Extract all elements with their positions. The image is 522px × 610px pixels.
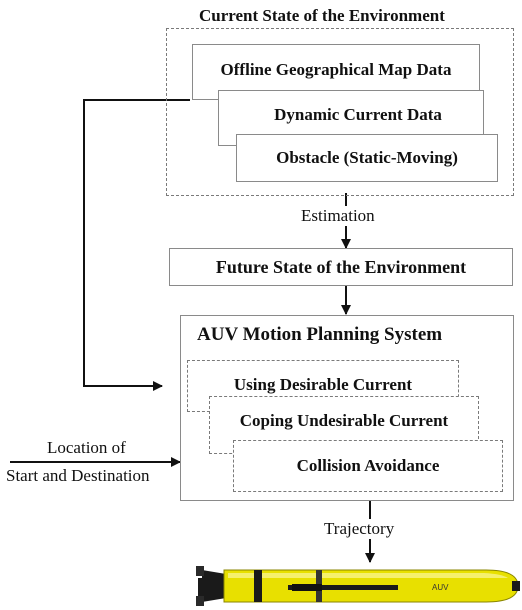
planning-system-container [180,315,514,501]
auv-label: AUV [432,583,449,592]
future-state-box: Future State of the Environment [169,248,513,286]
feedback-arrow [83,99,190,391]
trajectory-label: Trajectory [322,519,397,539]
layer-obstacle: Obstacle (Static-Moving) [236,134,498,182]
current-state-title: Current State of the Environment [199,6,445,25]
current-state-container [166,28,514,196]
estimation-label: Estimation [299,206,377,226]
auv-vehicle: AUV [196,566,520,606]
planning-system-title: AUV Motion Planning System [197,324,443,345]
input-label-line1: Location of [47,438,126,457]
input-label-line2: Start and Destination [6,466,150,485]
module-collision-avoidance: Collision Avoidance [233,440,503,492]
